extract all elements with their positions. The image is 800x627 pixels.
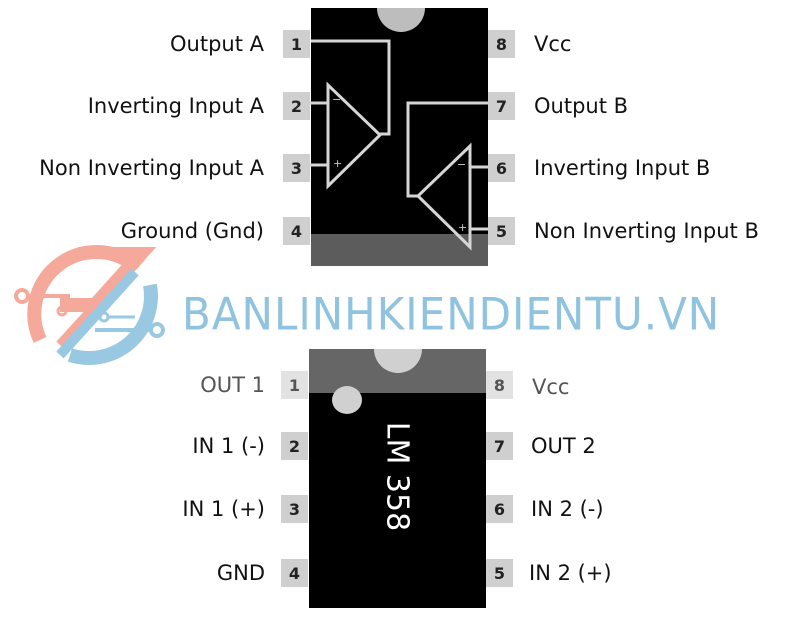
bottom-pin-6: 6	[486, 495, 513, 523]
top-pin-1: 1	[283, 30, 310, 58]
top-chip-body	[311, 8, 488, 266]
chip-name: LM 358	[379, 421, 415, 532]
lm358-chip-body: LM 358	[309, 349, 486, 608]
bottom-label-pin-8: Vcc	[532, 375, 570, 399]
top-label-pin-6: Inverting Input B	[534, 156, 711, 180]
top-label-pin-1: Output A	[170, 32, 264, 56]
bottom-pin-1: 1	[281, 371, 308, 399]
watermark-text: BANLINHKIENDIENTU.VN	[182, 288, 721, 341]
bottom-pin-3: 3	[281, 495, 308, 523]
top-pin-4: 4	[283, 217, 310, 245]
bottom-label-pin-7: OUT 2	[531, 434, 596, 458]
opamp-a-feedback	[311, 39, 391, 136]
bottom-pin-5: 5	[486, 559, 513, 587]
top-pin-7: 7	[488, 92, 515, 120]
bottom-label-pin-4: GND	[216, 561, 265, 585]
bottom-pin-8: 8	[486, 371, 513, 399]
bottom-pin-2: 2	[281, 432, 308, 460]
bottom-pin-7: 7	[486, 432, 513, 460]
opamp-b-minus-sign: −	[457, 158, 467, 171]
opamp-b-feedback	[406, 101, 488, 198]
opamp-a-plus-sign: +	[333, 157, 343, 170]
top-label-pin-5: Non Inverting Input B	[534, 219, 759, 243]
top-label-pin-7: Output B	[534, 94, 629, 118]
bottom-label-pin-3: IN 1 (+)	[182, 497, 265, 521]
opamp-b-triangle	[415, 142, 472, 251]
chip-bottom-band	[311, 234, 488, 266]
top-pin-3: 3	[283, 154, 310, 182]
top-pin-5: 5	[488, 217, 515, 245]
top-label-pin-4: Ground (Gnd)	[120, 219, 264, 243]
top-pin-8: 8	[488, 30, 515, 58]
opamp-a-minus-sign: −	[332, 93, 342, 106]
bottom-label-pin-6: IN 2 (-)	[531, 497, 604, 521]
bottom-label-pin-5: IN 2 (+)	[529, 561, 612, 585]
top-label-pin-3: Non Inverting Input A	[39, 156, 264, 180]
opamp-a-triangle	[326, 81, 383, 190]
pin1-indicator-dot	[332, 386, 362, 414]
opamp-b-plus-sign: +	[458, 221, 468, 234]
top-label-pin-2: Inverting Input A	[87, 94, 264, 118]
bottom-label-pin-1: OUT 1	[200, 373, 265, 397]
bottom-label-pin-2: IN 1 (-)	[192, 434, 265, 458]
top-pin-6: 6	[488, 154, 515, 182]
top-label-pin-8: Vcc	[534, 32, 572, 56]
top-pin-2: 2	[283, 92, 310, 120]
bottom-pin-4: 4	[281, 559, 308, 587]
